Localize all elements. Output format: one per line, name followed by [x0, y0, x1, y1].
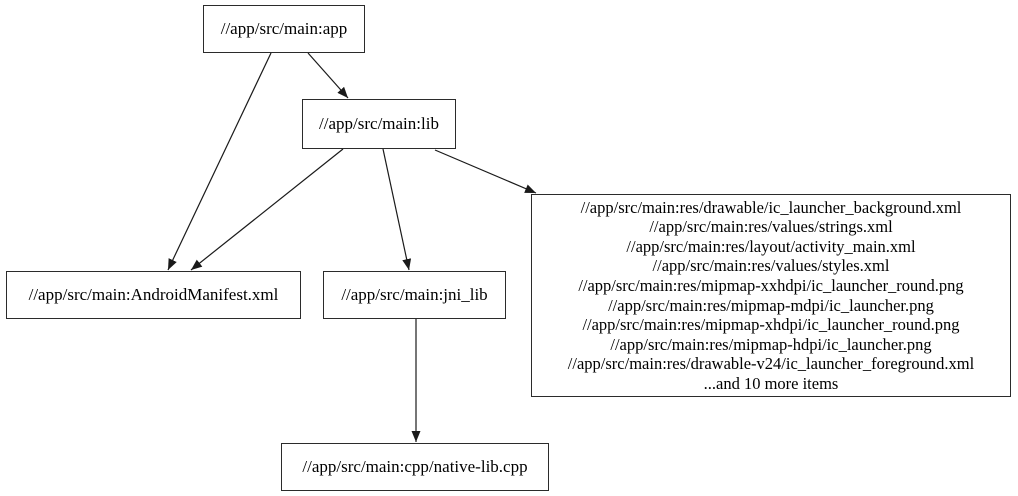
res-item: //app/src/main:res/drawable-v24/ic_launc… [567, 354, 975, 374]
edge-app-to-lib [307, 52, 349, 99]
node-native-lib-cpp: //app/src/main:cpp/native-lib.cpp [281, 443, 549, 491]
node-jni-lib-label: //app/src/main:jni_lib [341, 285, 488, 304]
res-item: //app/src/main:res/mipmap-mdpi/ic_launch… [608, 295, 934, 315]
node-jni-lib: //app/src/main:jni_lib [323, 271, 506, 319]
res-item: //app/src/main:res/drawable/ic_launcher_… [580, 197, 962, 217]
node-lib: //app/src/main:lib [302, 99, 456, 149]
node-app-label: //app/src/main:app [220, 19, 348, 38]
node-android-manifest-label: //app/src/main:AndroidManifest.xml [28, 285, 279, 304]
edge-lib-to-jni-lib [382, 148, 412, 271]
res-item: //app/src/main:res/mipmap-xxhdpi/ic_laun… [578, 275, 964, 295]
res-item: //app/src/main:res/values/styles.xml [652, 256, 890, 276]
edge-app-to-manifest [167, 52, 272, 271]
node-native-lib-cpp-label: //app/src/main:cpp/native-lib.cpp [302, 457, 528, 476]
res-item: //app/src/main:res/mipmap-xhdpi/ic_launc… [582, 315, 960, 335]
res-item: //app/src/main:res/mipmap-hdpi/ic_launch… [610, 334, 932, 354]
node-android-manifest: //app/src/main:AndroidManifest.xml [6, 271, 301, 319]
node-res-group: //app/src/main:res/drawable/ic_launcher_… [531, 194, 1011, 397]
edge-lib-to-manifest [190, 148, 344, 271]
res-item: //app/src/main:res/values/strings.xml [649, 217, 893, 237]
node-lib-label: //app/src/main:lib [319, 114, 439, 133]
edge-lib-to-res [434, 149, 537, 194]
res-item: //app/src/main:res/layout/activity_main.… [626, 236, 916, 256]
node-app: //app/src/main:app [203, 5, 365, 53]
res-more-items: ...and 10 more items [703, 373, 839, 393]
